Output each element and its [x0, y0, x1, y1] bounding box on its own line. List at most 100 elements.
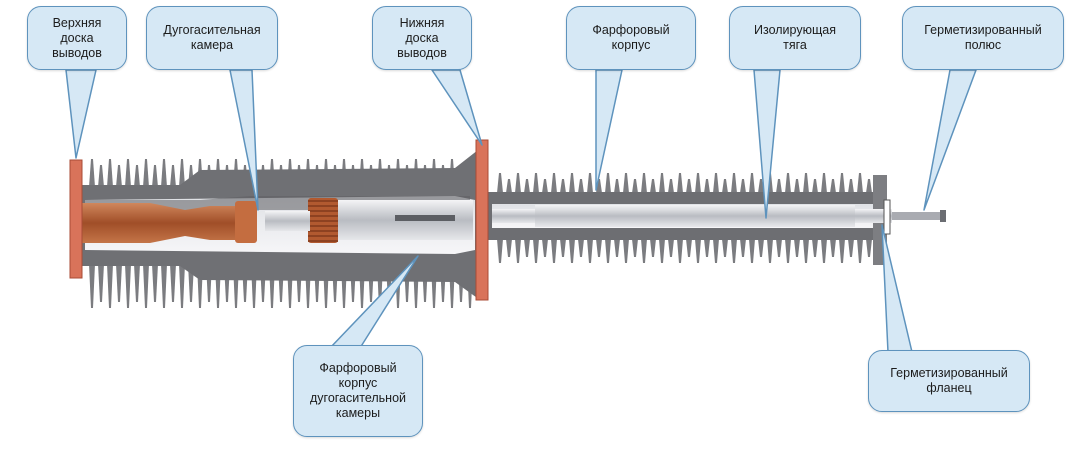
porcelain-shed: [695, 239, 701, 263]
callout-insulating-rod-text: Изолирующая тяга: [754, 23, 836, 52]
contact-finger: [308, 230, 338, 232]
porcelain-shed: [713, 173, 719, 193]
porcelain-shed: [695, 173, 701, 193]
porcelain-shed: [605, 173, 611, 193]
contact-finger: [308, 205, 338, 207]
contact-finger: [308, 240, 338, 242]
pointer-sealed-pole: [923, 69, 977, 211]
callout-arc-chamber-housing: Фарфоровый корпус дугогасительной камеры: [293, 345, 423, 437]
porcelain-shed: [542, 239, 548, 257]
porcelain-shed: [776, 239, 782, 257]
porcelain-shed: [839, 239, 845, 263]
porcelain-shed: [515, 239, 521, 263]
porcelain-shed: [848, 239, 854, 257]
porcelain-shed: [866, 179, 872, 193]
porcelain-shed: [98, 165, 104, 187]
porcelain-shed: [848, 179, 854, 193]
porcelain-shed: [596, 239, 602, 257]
porcelain-shed: [107, 264, 113, 308]
porcelain-shed: [641, 239, 647, 263]
callout-bottom-terminal-text: Нижняя доска выводов: [397, 15, 447, 60]
callout-sealed-flange: Герметизированный фланец: [868, 350, 1030, 412]
porcelain-shed: [857, 239, 863, 263]
porcelain-shed: [740, 179, 746, 193]
porcelain-shed: [587, 239, 593, 263]
porcelain-shed: [641, 173, 647, 193]
porcelain-shed: [803, 173, 809, 193]
terminal-flanges: [69, 139, 891, 301]
porcelain-shed: [614, 179, 620, 193]
porcelain-shed: [677, 173, 683, 193]
contact-finger: [308, 225, 338, 227]
porcelain-shed: [125, 159, 131, 187]
porcelain-shed: [560, 239, 566, 257]
porcelain-shed: [731, 239, 737, 263]
porcelain-shed: [560, 179, 566, 193]
porcelain-shed: [134, 165, 140, 187]
porcelain-shed: [713, 239, 719, 263]
porcelain-shed: [116, 264, 122, 302]
contact-finger: [308, 220, 338, 222]
pointer-porcelain-housing: [595, 69, 623, 191]
moving-contact: [265, 200, 946, 240]
porcelain-shed: [587, 173, 593, 193]
contact-finger: [308, 235, 338, 237]
porcelain-shed: [89, 264, 95, 308]
callout-bottom-terminal: Нижняя доска выводов: [372, 6, 472, 70]
porcelain-shed: [143, 159, 149, 187]
porcelain-shed: [578, 179, 584, 193]
porcelain-shed: [116, 165, 122, 187]
porcelain-shed: [179, 264, 185, 308]
porcelain-shed: [821, 239, 827, 263]
porcelain-shed: [677, 239, 683, 263]
porcelain-shed: [623, 173, 629, 193]
porcelain-shed: [785, 239, 791, 263]
porcelain-shed: [776, 179, 782, 193]
porcelain-shed: [107, 159, 113, 187]
porcelain-shed: [758, 239, 764, 257]
porcelain-shed: [686, 179, 692, 193]
callout-arc-chamber-text: Дугогасительная камера: [163, 23, 261, 52]
porcelain-shed: [614, 239, 620, 257]
callout-top-terminal-text: Верхняя доска выводов: [52, 15, 102, 60]
porcelain-shed: [497, 239, 503, 263]
porcelain-shed: [668, 239, 674, 257]
porcelain-shed: [668, 179, 674, 193]
porcelain-shed: [152, 165, 158, 187]
callout-porcelain-housing-text: Фарфоровый корпус: [592, 23, 670, 52]
callout-sealed-pole-text: Герметизированный полюс: [924, 23, 1042, 52]
pointer-arc-chamber: [229, 69, 259, 211]
porcelain-shed: [578, 239, 584, 257]
porcelain-shed: [785, 173, 791, 193]
porcelain-shed: [569, 239, 575, 263]
callout-arc-chamber: Дугогасительная камера: [146, 6, 278, 70]
contact-finger: [308, 215, 338, 217]
porcelain-shed: [533, 173, 539, 193]
porcelain-shed: [659, 239, 665, 263]
porcelain-shed: [161, 264, 167, 308]
copper-contacts: [82, 198, 338, 243]
porcelain-shed: [830, 179, 836, 193]
porcelain-shed: [179, 159, 185, 187]
porcelain-shed: [812, 179, 818, 193]
porcelain-shed: [803, 239, 809, 263]
porcelain-shed: [98, 264, 104, 302]
porcelain-shed: [506, 179, 512, 193]
porcelain-shed: [515, 173, 521, 193]
porcelain-shed: [569, 173, 575, 193]
porcelain-shed: [89, 159, 95, 187]
porcelain-shed: [524, 239, 530, 257]
callout-arc-chamber-housing-text: Фарфоровый корпус дугогасительной камеры: [309, 361, 406, 420]
porcelain-shed: [623, 239, 629, 263]
porcelain-shed: [830, 239, 836, 257]
contact-finger: [308, 200, 338, 202]
porcelain-shed: [506, 239, 512, 257]
porcelain-shed: [839, 173, 845, 193]
pointer-top-terminal: [65, 69, 97, 159]
porcelain-shed: [767, 239, 773, 263]
porcelain-shed: [632, 179, 638, 193]
pointer-sealed-flange: [881, 224, 913, 353]
callout-top-terminal: Верхняя доска выводов: [27, 6, 127, 70]
callout-sealed-pole: Герметизированный полюс: [902, 6, 1064, 70]
